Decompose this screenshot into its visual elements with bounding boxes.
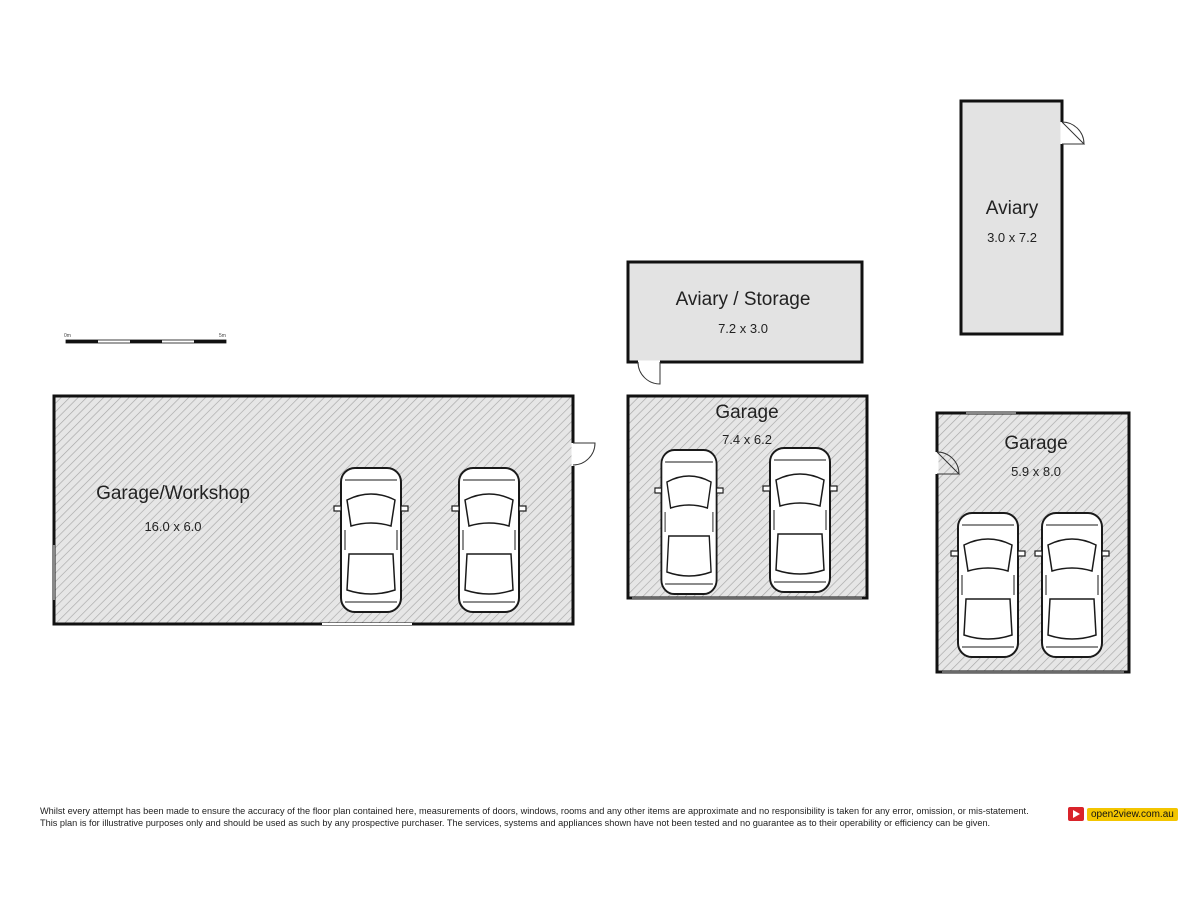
scale-end-label: 5m xyxy=(219,333,226,339)
car-icon xyxy=(451,467,527,613)
scale-start-label: 0m xyxy=(64,333,71,339)
disclaimer: Whilst every attempt has been made to en… xyxy=(40,805,1060,829)
disclaimer-line: This plan is for illustrative purposes o… xyxy=(40,818,991,828)
room-garage-middle: Garage 7.4 x 6.2 xyxy=(626,394,869,600)
door-icon xyxy=(571,442,596,466)
car-icon xyxy=(1034,512,1110,658)
door-icon xyxy=(935,451,961,475)
door-icon xyxy=(1060,121,1086,145)
room-name: Aviary / Storage xyxy=(676,289,811,310)
open2view-logo-icon xyxy=(1068,807,1084,821)
car-icon xyxy=(653,449,725,595)
room-name: Aviary xyxy=(986,198,1039,219)
room-name: Garage/Workshop xyxy=(96,483,250,504)
room-aviary-storage: Aviary / Storage 7.2 x 3.0 xyxy=(626,260,864,385)
room-dimensions: 3.0 x 7.2 xyxy=(987,230,1037,245)
room-dimensions: 7.2 x 3.0 xyxy=(718,321,768,336)
room-name: Garage xyxy=(1004,433,1067,454)
room-dimensions: 16.0 x 6.0 xyxy=(144,519,201,534)
brand-text: open2view.com.au xyxy=(1087,807,1178,821)
disclaimer-line: Whilst every attempt has been made to en… xyxy=(40,806,1029,816)
room-dimensions: 5.9 x 8.0 xyxy=(1011,464,1061,479)
car-icon xyxy=(950,512,1026,658)
room-aviary: Aviary 3.0 x 7.2 xyxy=(959,99,1086,336)
car-icon xyxy=(333,467,409,613)
door-icon xyxy=(637,360,661,385)
room-name: Garage xyxy=(715,402,778,423)
scale-bar: 0m 5m xyxy=(64,333,227,344)
room-garage-right: Garage 5.9 x 8.0 xyxy=(935,411,1131,674)
room-dimensions: 7.4 x 6.2 xyxy=(722,432,772,447)
room-garage-workshop: Garage/Workshop 16.0 x 6.0 xyxy=(52,394,596,626)
brand-logo: open2view.com.au xyxy=(1068,807,1178,821)
car-icon xyxy=(762,447,838,593)
